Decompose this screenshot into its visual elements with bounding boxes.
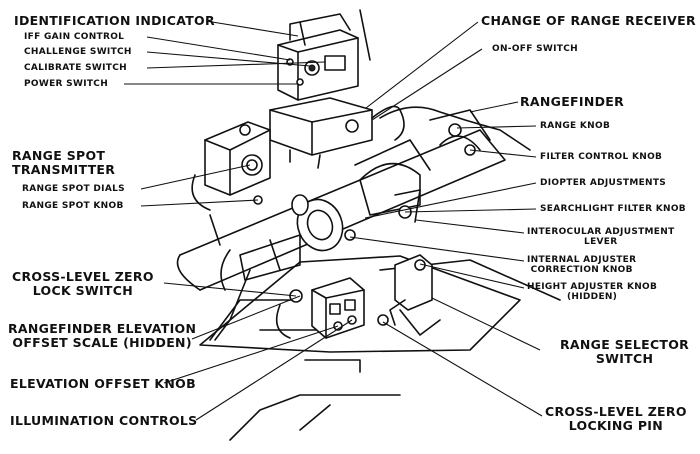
label-searchlight-filter-knob: SEARCHLIGHT FILTER KNOB (540, 204, 686, 214)
label-identification-indicator: IDENTIFICATION INDICATOR (14, 13, 215, 28)
label-interocular-adjustment-lever: INTEROCULAR ADJUSTMENT LEVER (527, 227, 675, 248)
label-line: (HIDDEN) (567, 292, 618, 303)
label-internal-adjuster-correction-knob: INTERNAL ADJUSTER CORRECTION KNOB (527, 255, 636, 276)
illumination-control-panel (275, 277, 365, 339)
range-selector-assembly (377, 254, 441, 336)
cable (379, 106, 531, 151)
label-line: TRANSMITTER (12, 162, 116, 178)
label-power-switch: POWER SWITCH (24, 79, 109, 89)
label-range-knob: RANGE KNOB (540, 121, 611, 131)
label-rangefinder-elevation-offset-scale: RANGEFINDER ELEVATION OFFSET SCALE (HIDD… (8, 321, 197, 351)
leader-lines (124, 20, 543, 421)
label-diopter-adjustments: DIOPTER ADJUSTMENTS (540, 178, 667, 188)
label-change-of-range-receiver: CHANGE OF RANGE RECEIVER (481, 13, 696, 28)
label-rangefinder: RANGEFINDER (520, 94, 625, 109)
label-line: RANGE SPOT (12, 148, 106, 163)
label-challenge-switch: CHALLENGE SWITCH (24, 47, 132, 57)
label-elevation-offset-knob: ELEVATION OFFSET KNOB (10, 376, 196, 391)
label-line: CROSS-LEVEL ZERO (545, 404, 687, 419)
label-line: LEVER (584, 237, 618, 248)
label-line: INTERNAL ADJUSTER (527, 255, 637, 265)
label-line: SWITCH (595, 351, 654, 367)
label-line: RANGE SELECTOR (560, 337, 690, 352)
range-spot-transmitter-box (191, 121, 271, 246)
label-iff-gain-control: IFF GAIN CONTROL (24, 32, 125, 42)
label-range-spot-knob: RANGE SPOT KNOB (22, 201, 124, 211)
identification-indicator-box (277, 9, 371, 101)
label-line: INTEROCULAR ADJUSTMENT (527, 227, 675, 237)
label-range-spot-dials: RANGE SPOT DIALS (22, 184, 125, 194)
label-line: OFFSET SCALE (HIDDEN) (12, 335, 192, 351)
label-cross-level-zero-lock-switch: CROSS-LEVEL ZERO LOCK SWITCH (12, 269, 154, 299)
label-line: LOCKING PIN (568, 418, 664, 434)
cable (220, 249, 231, 291)
label-line: HEIGHT ADJUSTER KNOB (527, 282, 658, 292)
label-line: LOCK SWITCH (32, 283, 133, 299)
label-calibrate-switch: CALIBRATE SWITCH (24, 63, 127, 73)
change-of-range-receiver-box (269, 97, 405, 169)
label-on-off-switch: ON-OFF SWITCH (492, 44, 578, 54)
label-range-selector-switch: RANGE SELECTOR SWITCH (560, 337, 690, 367)
label-illumination-controls: ILLUMINATION CONTROLS (10, 413, 198, 428)
label-line: CROSS-LEVEL ZERO (12, 269, 154, 284)
label-height-adjuster-knob: HEIGHT ADJUSTER KNOB (HIDDEN) (527, 282, 657, 303)
label-cross-level-zero-locking-pin: CROSS-LEVEL ZERO LOCKING PIN (545, 404, 687, 434)
label-line: RANGEFINDER ELEVATION (8, 321, 197, 336)
label-line: CORRECTION KNOB (530, 265, 633, 276)
label-range-spot-transmitter: RANGE SPOT TRANSMITTER (12, 148, 116, 178)
label-filter-control-knob: FILTER CONTROL KNOB (540, 152, 663, 162)
